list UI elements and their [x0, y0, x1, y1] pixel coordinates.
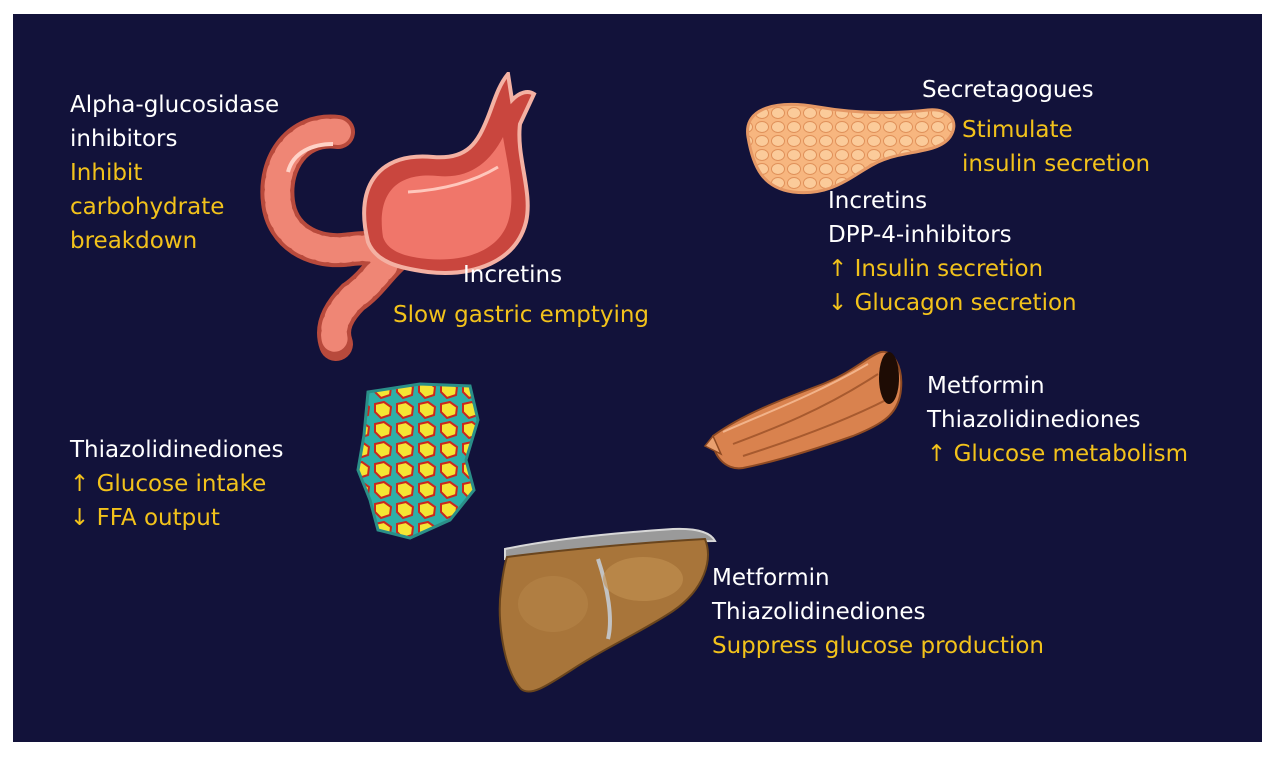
- stomach-drug-label: Alpha-glucosidase inhibitors Inhibit car…: [70, 88, 279, 258]
- incretin-name: Incretins: [463, 262, 563, 288]
- incretin-effect: Slow gastric emptying: [393, 302, 650, 328]
- pancreas-incretin-label: Incretins DPP-4-inhibitors ↑ Insulin sec…: [828, 184, 1077, 320]
- pancreas-drug-label: Secretagogues: [922, 73, 1094, 107]
- effect-line-1: Inhibit: [70, 160, 143, 186]
- pancreas-effect-label: Stimulate insulin secretion: [962, 113, 1150, 181]
- drug-name-line-1: Metformin: [712, 565, 830, 591]
- incretin-line-2: DPP-4-inhibitors: [828, 222, 1012, 248]
- drug-name-line-2: inhibitors: [70, 126, 178, 152]
- effect-line: ↑ Glucose metabolism: [927, 441, 1189, 467]
- effect-line-1: Stimulate: [962, 117, 1073, 143]
- stomach-incretin-effect: Slow gastric emptying: [393, 298, 649, 332]
- drug-name: Secretagogues: [922, 77, 1094, 103]
- stomach-incretin-label: Incretins: [463, 258, 562, 292]
- muscle-icon: [703, 350, 903, 470]
- drug-name-line-2: Thiazolidinediones: [927, 407, 1141, 433]
- liver-icon: [498, 527, 717, 693]
- stomach-intestine-icon: [260, 72, 537, 361]
- incretin-effect-1: ↑ Insulin secretion: [828, 256, 1044, 282]
- adipose-drug-label: Thiazolidinediones ↑ Glucose intake ↓ FF…: [70, 433, 284, 535]
- muscle-drug-label: Metformin Thiazolidinediones ↑ Glucose m…: [927, 369, 1188, 471]
- liver-drug-label: Metformin Thiazolidinediones Suppress gl…: [712, 561, 1044, 663]
- effect-line-2: insulin secretion: [962, 151, 1151, 177]
- drug-name-line-2: Thiazolidinediones: [712, 599, 926, 625]
- effect-line-2: carbohydrate: [70, 194, 225, 220]
- adipose-tissue-icon: [356, 382, 480, 540]
- diagram-panel: Alpha-glucosidase inhibitors Inhibit car…: [13, 14, 1262, 742]
- drug-name-line-1: Metformin: [927, 373, 1045, 399]
- incretin-line-1: Incretins: [828, 188, 928, 214]
- drug-name: Thiazolidinediones: [70, 437, 284, 463]
- effect-line-3: breakdown: [70, 228, 198, 254]
- pancreas-icon: [746, 103, 956, 195]
- effect-line: Suppress glucose production: [712, 633, 1044, 659]
- effect-line-2: ↓ FFA output: [70, 505, 220, 531]
- incretin-effect-2: ↓ Glucagon secretion: [828, 290, 1077, 316]
- drug-name-line-1: Alpha-glucosidase: [70, 92, 280, 118]
- effect-line-1: ↑ Glucose intake: [70, 471, 267, 497]
